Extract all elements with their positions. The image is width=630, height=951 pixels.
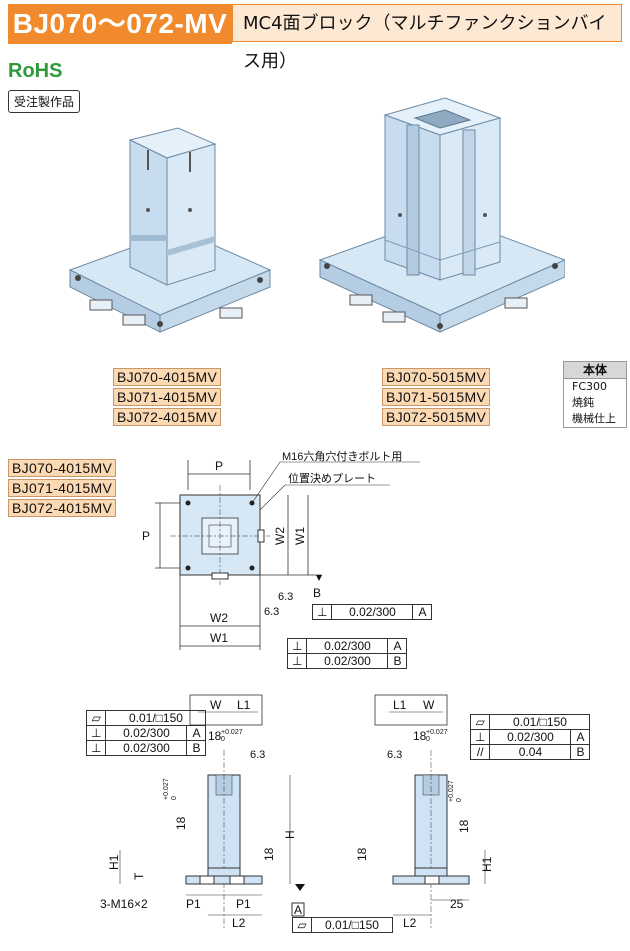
- model-label: BJ070-4015MV: [8, 459, 117, 477]
- tol-value: 0.02/300: [306, 638, 389, 654]
- tol-datum: B: [387, 653, 408, 669]
- tol-datum: A: [387, 638, 408, 654]
- model-label: BJ071-5015MV: [382, 388, 491, 406]
- tol-value: 0.01/□150: [105, 710, 207, 726]
- model-label: BJ070-4015MV: [113, 368, 222, 386]
- bolt-spec: 3-M16×2: [100, 897, 148, 911]
- tol-datum: B: [570, 744, 591, 760]
- dim-p-side: P: [142, 529, 150, 543]
- dim-l1: L1: [237, 698, 251, 712]
- model-label: BJ072-5015MV: [382, 408, 491, 426]
- right-elev-tol-frame: ▱ 0.01/□150 ⊥ 0.02/300 A // 0.04 B: [469, 714, 591, 760]
- dim-h1: H1: [107, 854, 121, 870]
- dim-p1-b: P1: [236, 897, 251, 911]
- slot-side: 18: [174, 816, 188, 830]
- model-label: BJ070-5015MV: [382, 368, 491, 386]
- dim-w2-bottom: W2: [210, 611, 228, 625]
- product-illustration-right: [318, 97, 565, 333]
- slot-side-tol0: 0: [456, 798, 463, 802]
- tol-value: 0.02/300: [105, 725, 188, 741]
- material-spec-box: 本体 FC300 焼鈍 機械仕上: [563, 361, 627, 428]
- dim-l2: L2: [232, 916, 246, 930]
- series-code: BJ070～072-MV: [8, 4, 232, 44]
- plan-model-list: BJ070-4015MV BJ071-4015MV BJ072-4015MV: [8, 459, 117, 517]
- slot-top: 18: [413, 729, 427, 743]
- left-elev-tol-frame: ▱ 0.01/□150 ⊥ 0.02/300 A ⊥ 0.02/300 B: [85, 710, 207, 756]
- slot-top-tol: +0.027: [426, 729, 448, 736]
- tol-value: 0.02/300: [489, 729, 572, 745]
- dim-t: T: [132, 872, 146, 880]
- tol-datum: A: [570, 729, 591, 745]
- slot-top-tol0: 0: [221, 736, 225, 743]
- tol-value: 0.01/□150: [311, 917, 393, 933]
- right-elevation-drawing: L1 W 18 +0.027 0 6.3 18 +0.027 0 18 H1 L…: [355, 694, 494, 930]
- dim-l1: L1: [393, 698, 407, 712]
- tol-datum: B: [186, 740, 207, 756]
- slot-top-tol: +0.027: [221, 729, 243, 736]
- ra-mark: 6.3: [250, 749, 265, 761]
- plan-view-drawing: P P W2 W1 M16六角穴付きボルト用 位置決めプレート B 6.3 6.…: [142, 450, 420, 650]
- dim-w: W: [423, 698, 435, 712]
- model-label: BJ071-4015MV: [8, 479, 117, 497]
- datum-a: A: [294, 903, 302, 917]
- product-illustration-left: [68, 127, 272, 333]
- callout-bolt: M16六角穴付きボルト用: [282, 450, 402, 463]
- dim-p1-a: P1: [186, 897, 201, 911]
- dim-l2: L2: [403, 916, 417, 930]
- page-title: MC4面ブロック（マルチファンクションバイス用）: [232, 4, 622, 72]
- slot-top-tol0: 0: [426, 736, 430, 743]
- ra-mark-2: 6.3: [264, 606, 279, 618]
- model-label: BJ071-4015MV: [113, 388, 222, 406]
- model-label: BJ072-4015MV: [113, 408, 222, 426]
- rohs-logo: RoHS: [8, 60, 63, 82]
- dim-18: 18: [262, 847, 276, 861]
- spec-heading: 本体: [564, 362, 626, 379]
- datum-b: B: [313, 586, 321, 600]
- dim-p-top: P: [215, 459, 223, 473]
- tol-symbol: ⊥: [286, 653, 308, 669]
- made-to-order-badge: 受注製作品: [8, 90, 81, 113]
- spec-line: FC300: [572, 380, 608, 393]
- model-label: BJ072-4015MV: [8, 499, 117, 517]
- slot-side-tol0: 0: [171, 796, 178, 800]
- model-list-left: BJ070-4015MV BJ071-4015MV BJ072-4015MV: [113, 368, 222, 426]
- dim-h1: H1: [480, 856, 494, 872]
- tol-symbol: ▱: [85, 710, 107, 726]
- model-list-right: BJ070-5015MV BJ071-5015MV BJ072-5015MV: [382, 368, 491, 426]
- tol-symbol: ⊥: [311, 604, 333, 620]
- tol-value: 0.04: [489, 744, 572, 760]
- tol-value: 0.02/300: [331, 604, 414, 620]
- tol-symbol: //: [469, 744, 491, 760]
- callout-plate: 位置決めプレート: [288, 471, 376, 485]
- dim-18: 18: [355, 847, 369, 861]
- left-elevation-drawing: W L1 18 +0.027 0 6.3 18 +0.027 0 H H1 T …: [100, 694, 305, 930]
- plan-tol-frame-b: ⊥ 0.02/300 A: [311, 604, 433, 620]
- dim-w1-bottom: W1: [210, 631, 228, 645]
- slot-side: 18: [457, 819, 471, 833]
- slot-top: 18: [208, 729, 222, 743]
- spec-line: 焼鈍: [572, 396, 594, 409]
- spec-line: 機械仕上: [572, 412, 616, 425]
- dim-w1-side: W1: [293, 527, 307, 545]
- tol-datum: A: [412, 604, 433, 620]
- dim-25: 25: [450, 897, 464, 911]
- slot-side-tol: +0.027: [448, 780, 455, 802]
- tol-symbol: ▱: [292, 917, 312, 933]
- tol-value: 0.02/300: [105, 740, 188, 756]
- ra-mark: 6.3: [387, 749, 402, 761]
- left-elev-bottom-tol: ▱ 0.01/□150: [292, 917, 393, 933]
- dim-w: W: [210, 698, 222, 712]
- dim-w2-side: W2: [273, 527, 287, 545]
- tol-value: 0.02/300: [306, 653, 389, 669]
- plan-tol-frame-main: ⊥ 0.02/300 A ⊥ 0.02/300 B: [286, 638, 408, 669]
- tol-symbol: ⊥: [286, 638, 308, 654]
- tol-symbol: ⊥: [85, 740, 107, 756]
- left-base: [207, 867, 241, 877]
- dim-h: H: [283, 830, 297, 839]
- slot-side-tol: +0.027: [163, 778, 170, 800]
- ra-mark: 6.3: [278, 591, 293, 603]
